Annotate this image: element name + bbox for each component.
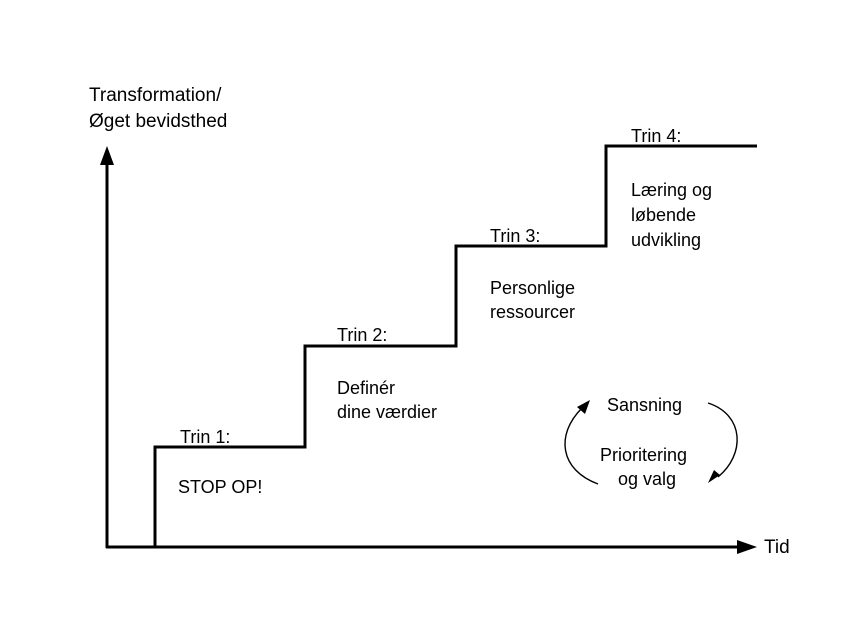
staircase-line [153, 144, 757, 547]
step-4-text-line1: Læring og [631, 180, 713, 200]
step-3-text-line2: ressourcer [490, 302, 576, 322]
x-axis-label: Tid [764, 537, 790, 558]
cycle-label-bottom-line1: Prioritering [600, 445, 688, 465]
step-2-text-line2: dine værdier [337, 402, 438, 422]
step-4-title: Trin 4: [631, 126, 682, 146]
cycle-label-top: Sansning [607, 395, 683, 415]
cycle-arrow-left [564, 407, 599, 485]
cycle-arrow-left-head [577, 400, 590, 414]
cycle-arrow-right [707, 402, 738, 478]
step-2-title: Trin 2: [337, 325, 388, 345]
y-axis-arrowhead [100, 146, 114, 165]
step-1-text: STOP OP! [178, 477, 263, 497]
step-4-text-line3: udvikling [631, 230, 702, 250]
step-3-title: Trin 3: [490, 226, 541, 246]
step-1-title: Trin 1: [180, 427, 231, 447]
step-2-text-line1: Definér [337, 378, 396, 398]
x-axis-arrowhead [737, 540, 757, 554]
cycle-arrow-right-head [708, 470, 720, 483]
y-axis-label-line2: Øget bevidsthed [89, 111, 228, 132]
y-axis-label-line1: Transformation/ [89, 85, 222, 106]
cycle-label-bottom-line2: og valg [618, 469, 677, 489]
step-4-text-line2: løbende [631, 205, 697, 225]
step-3-text-line1: Personlige [490, 278, 576, 298]
